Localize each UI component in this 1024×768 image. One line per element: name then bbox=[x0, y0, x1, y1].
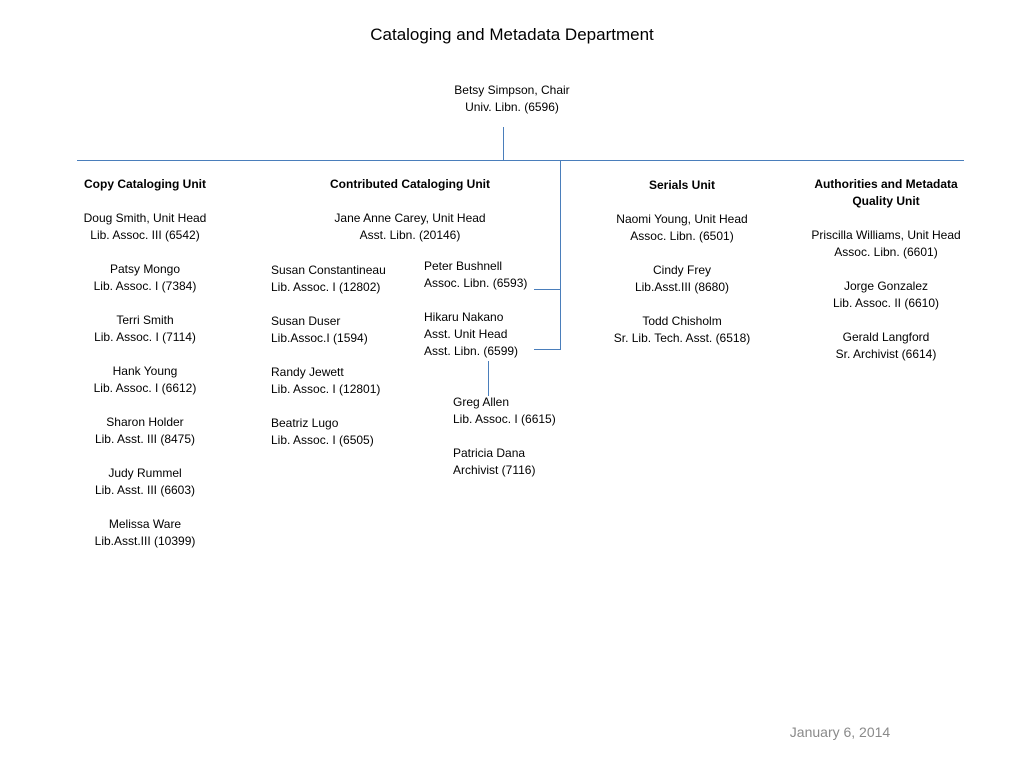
staff-position: Assoc. Libn. (6501) bbox=[630, 229, 734, 243]
staff-position: Lib. Asst. III (6603) bbox=[94, 483, 196, 497]
staff-position: Lib. Assoc. I (6505) bbox=[271, 433, 374, 447]
hikaru-connector bbox=[534, 349, 560, 350]
staff-position: Lib. Assoc. I (12802) bbox=[271, 280, 381, 294]
staff-entry: Patsy Mongo Lib. Assoc. I (7384) bbox=[45, 261, 245, 295]
staff-position: Lib. Assoc. I (12801) bbox=[271, 382, 381, 396]
staff-position: Lib. Assoc. I (7384) bbox=[93, 279, 197, 293]
unit-heading-line: Authorities and Metadata bbox=[814, 177, 958, 191]
staff-position: Assoc. Libn. (6593) bbox=[424, 276, 528, 290]
contributed-connector bbox=[560, 160, 561, 350]
staff-role: Asst. Unit Head bbox=[424, 327, 508, 341]
copy-cataloging-unit: Copy Cataloging Unit Doug Smith, Unit He… bbox=[45, 176, 245, 550]
chair-connector bbox=[503, 127, 504, 161]
department-bar bbox=[77, 160, 964, 161]
unit-head-entry: Jane Anne Carey, Unit Head Asst. Libn. (… bbox=[295, 210, 525, 244]
authorities-metadata-unit: Authorities and Metadata Quality Unit Pr… bbox=[776, 176, 996, 363]
staff-name: Hank Young bbox=[112, 364, 178, 378]
staff-position: Lib. Assoc. III (6542) bbox=[90, 228, 200, 242]
staff-name: Gerald Langford bbox=[842, 330, 930, 344]
contributed-sub-staff: Greg Allen Lib. Assoc. I (6615) Patricia… bbox=[453, 394, 583, 479]
unit-heading-line: Serials Unit bbox=[648, 178, 716, 192]
contributed-staff-left: Susan Constantineau Lib. Assoc. I (12802… bbox=[271, 262, 421, 449]
chair-position: Univ. Libn. (6596) bbox=[465, 100, 559, 114]
staff-position: Asst. Libn. (20146) bbox=[359, 228, 461, 242]
contributed-cataloging-unit: Contributed Cataloging Unit Jane Anne Ca… bbox=[295, 176, 525, 244]
staff-name: Sharon Holder bbox=[106, 415, 184, 429]
staff-name: Priscilla Williams, Unit Head bbox=[811, 228, 961, 242]
chair-name: Betsy Simpson, Chair bbox=[454, 83, 570, 97]
staff-position: Archivist (7116) bbox=[453, 463, 536, 477]
unit-heading: Copy Cataloging Unit bbox=[45, 176, 245, 193]
sub-staff-connector bbox=[488, 361, 489, 396]
staff-name: Melissa Ware bbox=[108, 517, 182, 531]
staff-position: Lib.Asst.III (8680) bbox=[634, 280, 730, 294]
staff-entry: Todd Chisholm Sr. Lib. Tech. Asst. (6518… bbox=[582, 313, 782, 347]
staff-entry: Judy Rummel Lib. Asst. III (6603) bbox=[45, 465, 245, 499]
staff-name: Todd Chisholm bbox=[642, 314, 722, 328]
staff-name: Cindy Frey bbox=[652, 263, 711, 277]
staff-position: Lib.Assoc.I (1594) bbox=[271, 331, 368, 345]
staff-entry: Melissa Ware Lib.Asst.III (10399) bbox=[45, 516, 245, 550]
staff-position: Lib. Assoc. I (7114) bbox=[94, 330, 196, 344]
staff-position: Sr. Archivist (6614) bbox=[835, 347, 937, 361]
staff-name: Beatriz Lugo bbox=[271, 416, 339, 430]
staff-entry: Susan Duser Lib.Assoc.I (1594) bbox=[271, 313, 421, 347]
staff-name: Susan Duser bbox=[271, 314, 341, 328]
staff-position: Lib. Assoc. I (6615) bbox=[453, 412, 556, 426]
staff-entry: Beatriz Lugo Lib. Assoc. I (6505) bbox=[271, 415, 421, 449]
unit-heading: Serials Unit bbox=[582, 177, 782, 194]
peter-bushnell-entry: Peter Bushnell Assoc. Libn. (6593) bbox=[424, 258, 544, 292]
staff-name: Randy Jewett bbox=[271, 365, 344, 379]
staff-name: Naomi Young, Unit Head bbox=[616, 212, 748, 226]
staff-name: Patricia Dana bbox=[453, 446, 526, 460]
serials-unit: Serials Unit Naomi Young, Unit Head Asso… bbox=[582, 177, 782, 347]
staff-name: Peter Bushnell bbox=[424, 259, 503, 273]
staff-entry: Greg Allen Lib. Assoc. I (6615) bbox=[453, 394, 583, 428]
staff-name: Doug Smith, Unit Head bbox=[83, 211, 207, 225]
date-footer: January 6, 2014 bbox=[789, 724, 891, 740]
chair-box: Betsy Simpson, Chair Univ. Libn. (6596) bbox=[412, 82, 612, 116]
unit-heading: Authorities and Metadata Quality Unit bbox=[776, 176, 996, 210]
staff-position: Lib.Asst.III (10399) bbox=[94, 534, 196, 548]
staff-entry: Randy Jewett Lib. Assoc. I (12801) bbox=[271, 364, 421, 398]
staff-name: Greg Allen bbox=[453, 395, 510, 409]
staff-position: Assoc. Libn. (6601) bbox=[834, 245, 938, 259]
staff-name: Hikaru Nakano bbox=[424, 310, 504, 324]
staff-position: Lib. Assoc. II (6610) bbox=[832, 296, 940, 310]
staff-entry: Priscilla Williams, Unit Head Assoc. Lib… bbox=[776, 227, 996, 261]
staff-name: Susan Constantineau bbox=[271, 263, 386, 277]
staff-name: Jane Anne Carey, Unit Head bbox=[334, 211, 486, 225]
staff-entry: Susan Constantineau Lib. Assoc. I (12802… bbox=[271, 262, 421, 296]
staff-entry: Gerald Langford Sr. Archivist (6614) bbox=[776, 329, 996, 363]
staff-position: Lib. Asst. III (8475) bbox=[94, 432, 196, 446]
staff-name: Jorge Gonzalez bbox=[843, 279, 929, 293]
hikaru-nakano-entry: Hikaru Nakano Asst. Unit Head Asst. Libn… bbox=[424, 309, 544, 360]
unit-heading-line: Contributed Cataloging Unit bbox=[330, 177, 490, 191]
unit-heading-line: Quality Unit bbox=[852, 194, 920, 208]
staff-entry: Doug Smith, Unit Head Lib. Assoc. III (6… bbox=[45, 210, 245, 244]
staff-entry: Hank Young Lib. Assoc. I (6612) bbox=[45, 363, 245, 397]
staff-entry: Patricia Dana Archivist (7116) bbox=[453, 445, 583, 479]
staff-entry: Cindy Frey Lib.Asst.III (8680) bbox=[582, 262, 782, 296]
staff-position: Lib. Assoc. I (6612) bbox=[93, 381, 197, 395]
staff-name: Terri Smith bbox=[116, 313, 174, 327]
staff-position: Asst. Libn. (6599) bbox=[424, 344, 519, 358]
staff-name: Patsy Mongo bbox=[109, 262, 181, 276]
staff-entry: Naomi Young, Unit Head Assoc. Libn. (650… bbox=[582, 211, 782, 245]
chart-title: Cataloging and Metadata Department bbox=[370, 25, 654, 44]
unit-heading-line: Copy Cataloging Unit bbox=[84, 177, 206, 191]
staff-position: Sr. Lib. Tech. Asst. (6518) bbox=[613, 331, 751, 345]
staff-entry: Terri Smith Lib. Assoc. I (7114) bbox=[45, 312, 245, 346]
staff-entry: Jorge Gonzalez Lib. Assoc. II (6610) bbox=[776, 278, 996, 312]
peter-connector bbox=[534, 289, 560, 290]
staff-entry: Sharon Holder Lib. Asst. III (8475) bbox=[45, 414, 245, 448]
staff-name: Judy Rummel bbox=[108, 466, 182, 480]
unit-heading: Contributed Cataloging Unit bbox=[295, 176, 525, 193]
